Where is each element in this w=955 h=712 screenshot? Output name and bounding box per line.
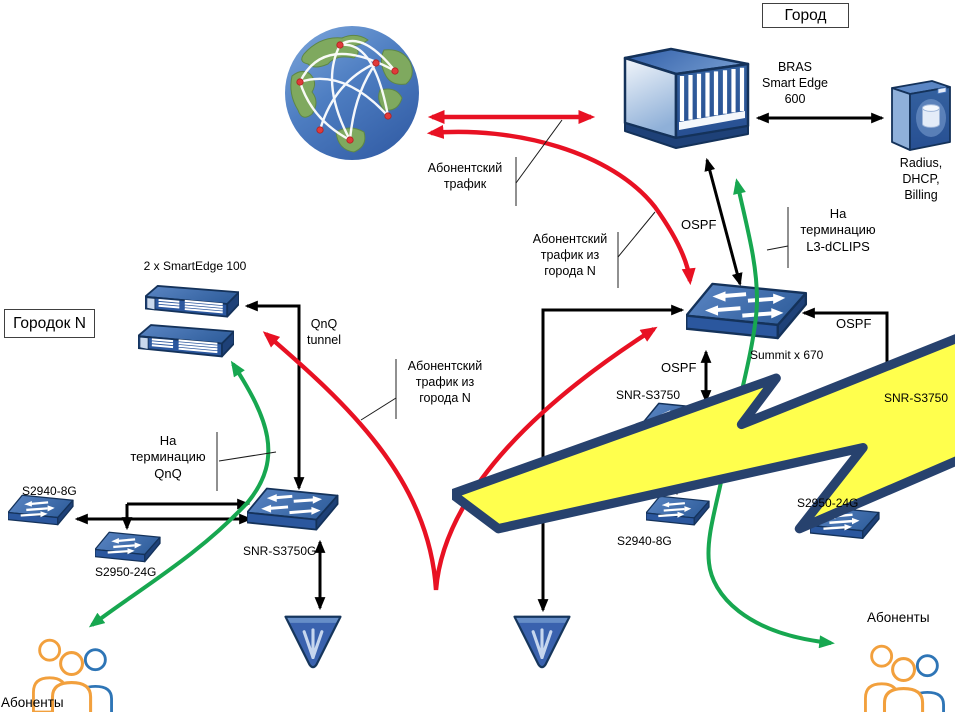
annotation-traffic-cityn-upper: Абонентский трафик из города N (532, 232, 608, 278)
snr-s3750-right-label: SNR-S3750 (884, 391, 949, 405)
callout-leader (766, 245, 789, 251)
s2950-town-label: S2950-24G (95, 565, 157, 579)
link-qnq-tunnel (244, 300, 305, 491)
subscribers-city-label: Абоненты (867, 610, 930, 625)
switch-icon-snr-s3750g (247, 487, 339, 532)
people-group-icon-city (863, 644, 946, 712)
router-chassis-icon (625, 49, 748, 148)
ospf-label-core: OSPF (681, 217, 717, 232)
switch-icon-s2940-city (646, 495, 710, 526)
red-traffic-cityn (262, 326, 658, 591)
subscribers-town-label: Абоненты (1, 695, 64, 710)
callout-leader (515, 119, 563, 184)
switch-icon-summit (686, 282, 808, 341)
region-box-town: Городок N (4, 309, 95, 338)
annotation-subscriber-traffic: Абонентский трафик (427, 161, 503, 191)
switch-icon-s2940-town (8, 494, 74, 526)
wireless-node-icon (512, 615, 572, 669)
lightning-icon-top (452, 239, 955, 528)
region-box-city: Город (762, 3, 849, 28)
red-traffic-internet-summit (426, 124, 696, 286)
green-termination-qnq (88, 360, 271, 628)
snr-s3750g-label: SNR-S3750G (243, 544, 317, 558)
rack-device-icon (138, 324, 234, 358)
summit-label: Summit x 670 (750, 348, 824, 362)
region-box-town-label: Городок N (13, 314, 86, 332)
callout-leader (360, 397, 397, 421)
server-db-icon (891, 80, 951, 151)
s2940-town-label: S2940-8G (22, 484, 77, 498)
smartedge-label: 2 x SmartEdge 100 (143, 259, 247, 273)
rack-device-icon (145, 284, 239, 318)
internet-globe-icon (285, 26, 419, 160)
switch-icon-s2950-town (95, 531, 161, 563)
wireless-node-icon (283, 615, 343, 669)
annotation-term-qnq: На терминацию QnQ (130, 433, 206, 481)
callout-leader (617, 211, 656, 258)
ospf-label-mid: OSPF (661, 360, 697, 375)
radius-label: Radius, DHCP, Billing (899, 156, 943, 202)
region-box-city-label: Город (784, 6, 827, 24)
callout-leader (218, 451, 277, 462)
bras-label: BRAS Smart Edge 600 (761, 60, 828, 106)
qnq-tunnel-label: QnQ tunnel (306, 317, 342, 347)
s2950-city-label: S2950-24G (797, 496, 859, 510)
annotation-term-dclips: На терминацию L3-dCLIPS (800, 206, 876, 254)
snr-s3750-mid-label: SNR-S3750 (616, 388, 681, 402)
s2940-city-label: S2940-8G (617, 534, 672, 548)
ospf-label-right: OSPF (836, 316, 872, 331)
annotation-traffic-cityn-lower: Абонентский трафик из города N (407, 359, 483, 405)
